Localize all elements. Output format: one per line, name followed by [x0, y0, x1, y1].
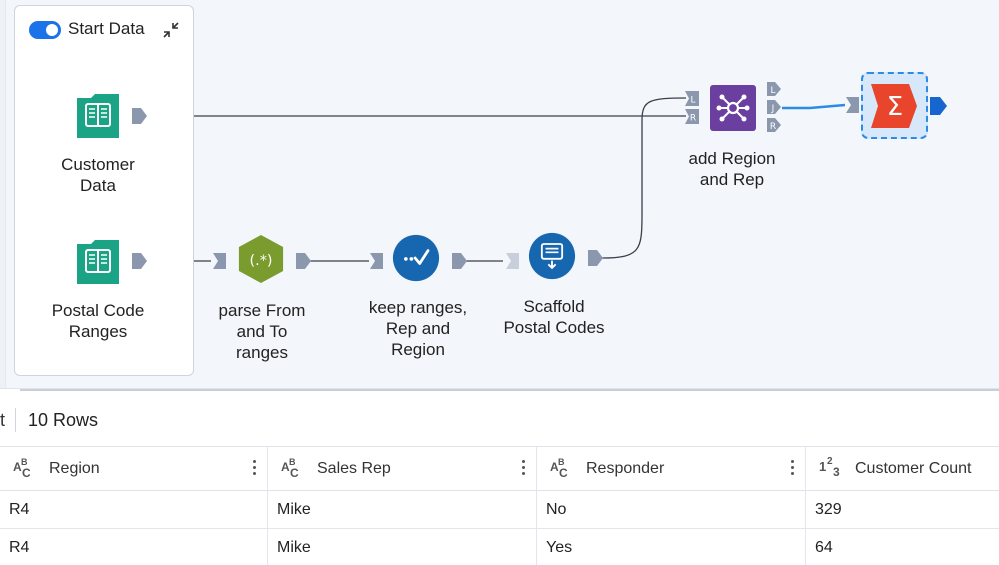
- join-join-output-anchor[interactable]: J: [766, 99, 782, 115]
- results-toolbar: t 10 Rows: [0, 400, 999, 440]
- collapse-icon[interactable]: [161, 20, 181, 40]
- svg-text:(.*): (.*): [250, 253, 273, 269]
- column-menu-icon[interactable]: [522, 460, 526, 478]
- wire-scaffold-to-join-left: [601, 97, 687, 259]
- svg-text:J: J: [771, 104, 775, 114]
- postal-code-ranges-label: Postal Code Ranges: [51, 301, 145, 341]
- panel-splitter[interactable]: [0, 388, 999, 394]
- cell-region: R4: [0, 529, 267, 565]
- join-tool[interactable]: [709, 84, 757, 132]
- cell-value: 64: [815, 538, 833, 556]
- generate-rows-icon: [528, 232, 576, 280]
- input-data-icon: [77, 240, 119, 284]
- cell-sales-rep: Mike: [267, 491, 536, 528]
- cell-value: Mike: [277, 538, 311, 556]
- table-row[interactable]: R4 Mike No 329: [0, 491, 999, 529]
- input-anchor[interactable]: [368, 252, 384, 270]
- output-anchor[interactable]: [588, 249, 604, 267]
- output-anchor[interactable]: [452, 252, 468, 270]
- cell-value: No: [546, 500, 567, 518]
- output-anchor[interactable]: [296, 252, 312, 270]
- summarize-tool[interactable]: Σ: [870, 82, 918, 130]
- cell-customer-count: 64: [805, 529, 999, 565]
- join-left-input-anchor[interactable]: L: [684, 90, 700, 107]
- cell-value: R4: [9, 500, 30, 518]
- cell-value: Mike: [277, 500, 311, 518]
- generate-rows-tool[interactable]: [528, 232, 576, 280]
- cell-value: R4: [9, 538, 30, 556]
- table-row[interactable]: R4 Mike Yes 64: [0, 529, 999, 565]
- cell-responder: Yes: [536, 529, 805, 565]
- cell-value: 329: [815, 500, 842, 518]
- wire-join-to-summarize: [782, 103, 846, 110]
- toggle-knob: [46, 24, 58, 36]
- cell-customer-count: 329: [805, 491, 999, 528]
- column-name: Customer Count: [855, 459, 972, 477]
- join-left-output-anchor[interactable]: L: [766, 81, 782, 97]
- parse-label: parse From and To ranges: [218, 301, 306, 362]
- svg-text:L: L: [770, 86, 775, 96]
- cell-sales-rep: Mike: [267, 529, 536, 565]
- join-right-input-anchor[interactable]: R: [684, 108, 700, 125]
- svg-text:L: L: [690, 96, 695, 106]
- input-data-icon: [77, 94, 119, 138]
- summarize-sigma-icon: Σ: [871, 84, 917, 128]
- svg-text:R: R: [770, 122, 776, 132]
- select-tool[interactable]: [392, 234, 440, 282]
- cell-region: R4: [0, 491, 267, 528]
- canvas-edge: [0, 0, 6, 388]
- join-right-output-anchor[interactable]: R: [766, 117, 782, 133]
- join-label: add Region and Rep: [688, 149, 776, 189]
- container-enable-toggle[interactable]: [29, 21, 61, 39]
- tool-container[interactable]: Start Data: [14, 5, 194, 376]
- container-header: Start Data: [15, 6, 193, 46]
- output-anchor[interactable]: [930, 96, 948, 116]
- container-title: Start Data: [68, 19, 145, 38]
- regex-icon: (.*): [238, 235, 284, 283]
- select-label: keep ranges, Rep and Region: [368, 298, 468, 359]
- input-anchor[interactable]: [844, 96, 860, 114]
- parse-regex-tool[interactable]: (.*): [237, 235, 285, 283]
- join-icon: [710, 85, 756, 131]
- select-check-icon: [392, 234, 440, 282]
- postal-code-ranges-tool[interactable]: [74, 238, 122, 286]
- toolbar-divider: [15, 408, 16, 432]
- generate-rows-label: Scaffold Postal Codes: [503, 297, 605, 337]
- row-count: 10 Rows: [28, 410, 99, 430]
- customer-data-label: Customer Data: [61, 155, 135, 195]
- column-name: Responder: [586, 459, 665, 477]
- customer-data-tool[interactable]: [74, 92, 122, 140]
- results-truncated-label: t: [0, 410, 6, 430]
- input-anchor[interactable]: [211, 252, 227, 270]
- column-menu-icon[interactable]: [791, 460, 795, 478]
- input-anchor[interactable]: [504, 252, 520, 270]
- cell-value: Yes: [546, 538, 573, 556]
- svg-text:Σ: Σ: [887, 92, 903, 122]
- output-anchor[interactable]: [132, 252, 148, 270]
- splitter-handle[interactable]: [20, 389, 999, 391]
- column-name: Region: [49, 459, 100, 477]
- column-menu-icon[interactable]: [253, 460, 257, 478]
- svg-text:R: R: [690, 114, 696, 124]
- cell-responder: No: [536, 491, 805, 528]
- output-anchor[interactable]: [132, 107, 148, 125]
- workflow-canvas[interactable]: Start Data Customer Data Postal Code: [0, 0, 999, 388]
- column-name: Sales Rep: [317, 459, 391, 477]
